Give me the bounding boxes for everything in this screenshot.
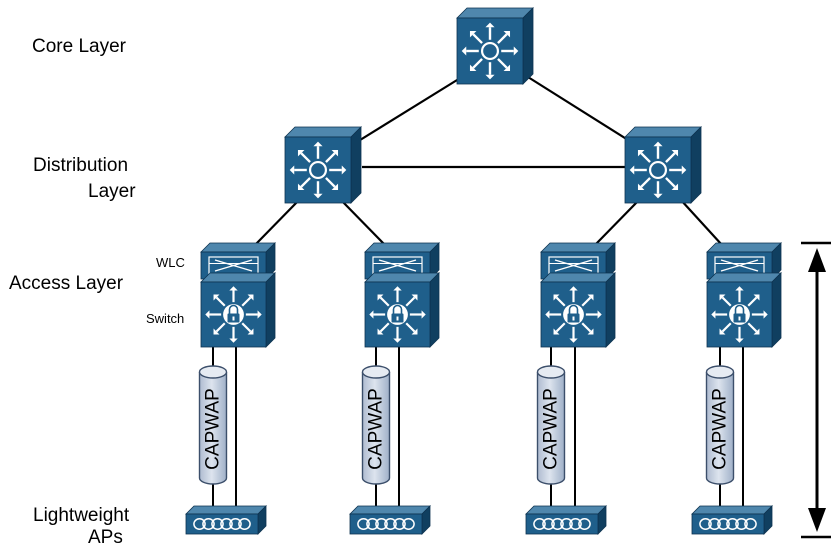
distribution-layer-label-line2: Layer (88, 181, 136, 202)
capwap-tunnel-4: CAPWAP (705, 365, 735, 485)
wlc-label: WLC (156, 255, 185, 270)
capwap-tunnel-label: CAPWAP (203, 388, 224, 470)
lightweight-ap-4-icon (691, 505, 773, 535)
distribution-layer-label-line1: Distribution (33, 155, 129, 176)
ap-cabling (212, 346, 744, 512)
lightweight-ap-1-icon (185, 505, 267, 535)
capwap-tunnel-1: CAPWAP (198, 365, 228, 485)
capwap-tunnel-3: CAPWAP (536, 365, 566, 485)
capwap-tunnel-2: CAPWAP (361, 365, 391, 485)
lightweight-ap-2-icon (349, 505, 431, 535)
capwap-tunnel-label: CAPWAP (710, 388, 731, 470)
capwap-tunnel-label: CAPWAP (541, 388, 562, 470)
devices: CAPWAP CAPWAP CAPWAP CAPWAP (185, 7, 782, 535)
switch-label: Switch (146, 311, 185, 326)
core-switch-icon (456, 7, 534, 85)
lightweight-aps-label-line1: Lightweight (33, 505, 130, 526)
double-arrow-icon (801, 241, 831, 539)
link-dist-left-access2 (339, 198, 386, 246)
wlc-3-icon (540, 242, 616, 280)
link-core-dist-left (351, 71, 471, 146)
lightweight-aps-label-line2: APs (88, 527, 123, 548)
link-dist-right-access3 (594, 198, 641, 246)
connection-links (254, 71, 723, 246)
link-dist-right-access4 (679, 198, 723, 246)
capwap-tunnel-label: CAPWAP (366, 388, 387, 470)
wlc-2-icon (364, 242, 440, 280)
link-core-dist-right (519, 71, 637, 146)
access-switch-4-icon (706, 272, 782, 348)
access-switch-1-icon (200, 272, 276, 348)
access-switch-3-icon (540, 272, 616, 348)
distribution-switch-left-icon (284, 126, 362, 204)
lightweight-ap-3-icon (525, 505, 607, 535)
access-layer-label: Access Layer (9, 273, 124, 294)
distribution-switch-right-icon (624, 126, 702, 204)
access-switch-2-icon (364, 272, 440, 348)
core-layer-label: Core Layer (32, 36, 126, 57)
link-dist-left-access1 (254, 198, 301, 246)
